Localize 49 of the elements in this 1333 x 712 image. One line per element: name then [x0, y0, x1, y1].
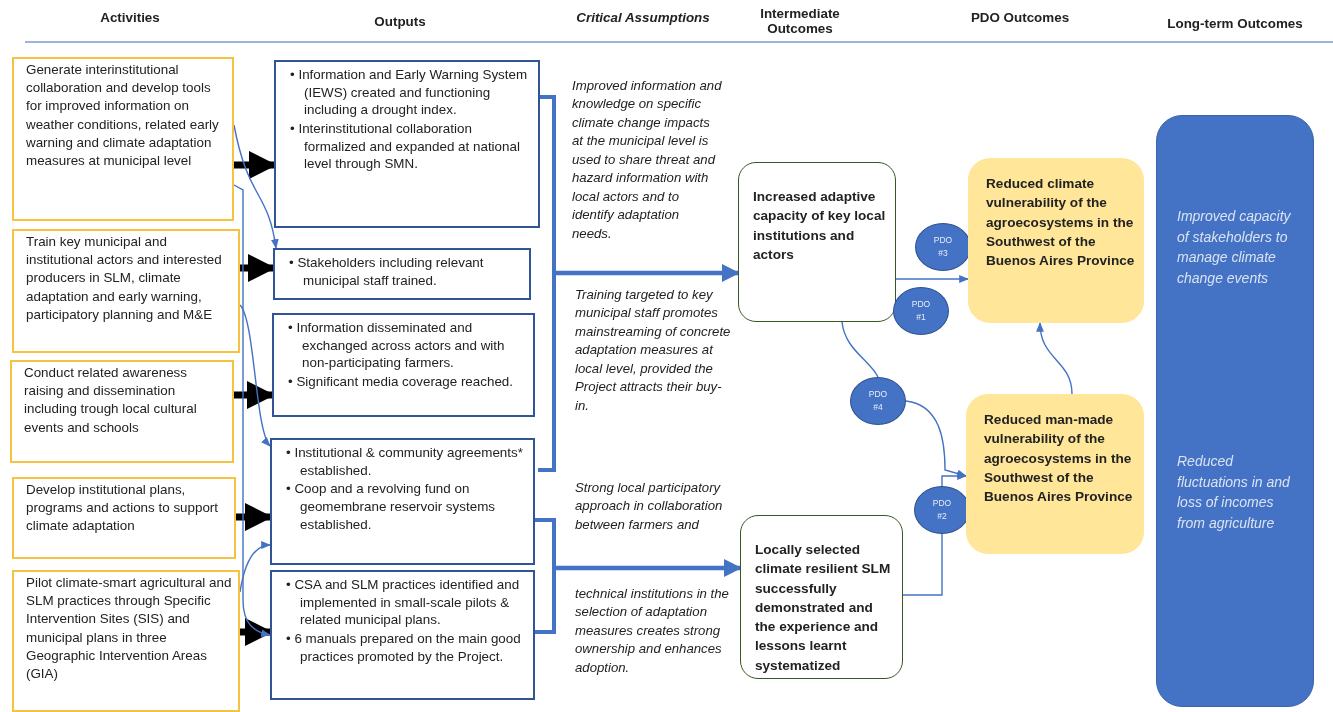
bullet-text: • Institutional & community agreements* established.	[286, 444, 524, 480]
activity-box: Generate interinstitutional collaboration and develop tools for improved information on weather conditions, related early warning and climate adaptation measures at municipal level	[12, 57, 234, 221]
bullet-text: • 6 manuals prepared on the main good practices promoted by the Project.	[286, 630, 522, 666]
outcome-text: Reduced fluctuations in and loss of incomes from agriculture	[1177, 452, 1291, 534]
assumption-text: Training targeted to key municipal staff promotes mainstreaming of concrete adaptation measures at local level, provided the Project attracts their buy-in.	[575, 286, 732, 415]
arrow	[556, 559, 742, 577]
output-box	[270, 438, 535, 565]
column-heading: Long-term Outcomes	[1166, 16, 1304, 31]
column-heading: Activities	[99, 10, 161, 25]
arrow	[895, 275, 969, 283]
arrow	[239, 304, 271, 447]
assumption-text: Strong local participatory approach in collaboration between farmers and	[575, 479, 724, 534]
arrow	[233, 184, 271, 637]
output-box	[274, 60, 540, 228]
bullet-text: • Significant media coverage reached.	[288, 373, 515, 391]
arrow	[905, 400, 967, 478]
outcome-box: Reduced climate vulnerability of the agroecosystems in the Southwest of the Buenos Aires Province	[968, 158, 1144, 323]
column-heading: Intermediate Outcomes	[759, 6, 841, 36]
activity-box: Pilot climate-smart agricultural and SLM practices through Specific Intervention Sites (SIS) and municipal plans in three Geographic Intervention Areas (GIA)	[12, 570, 240, 712]
arrow	[556, 264, 740, 282]
bullet-text: • Information and Early Warning System (IEWS) created and functioning including a drought index.	[290, 66, 529, 120]
pdo-circle: PDO #4	[850, 377, 906, 425]
outcome-text: Improved capacity of stakeholders to manage climate change events	[1177, 207, 1292, 289]
long-term-panel	[1156, 115, 1314, 707]
column-heading: Outputs	[373, 14, 427, 29]
assumption-text: Improved information and knowledge on specific climate change impacts at the municipal level is used to share threat and hazard information with local actors and to identify adaptation needs.	[572, 77, 722, 243]
column-heading: PDO Outcomes	[969, 10, 1071, 25]
activity-box: Conduct related awareness raising and dissemination including trough local cultural events and schools	[10, 360, 234, 463]
outcome-box: Locally selected climate resilient SLM successfully demonstrated and the experience and lessons learnt systematized	[740, 515, 903, 679]
bracket	[538, 95, 556, 472]
column-heading: Critical Assumptions	[575, 10, 711, 25]
activity-box: Develop institutional plans, programs and actions to support climate adaptation	[12, 477, 236, 559]
outcome-box: Increased adaptive capacity of key local institutions and actors	[738, 162, 896, 322]
bullet-text: • Interinstitutional collaboration formalized and expanded at national level through SMN.	[290, 120, 521, 174]
output-box	[273, 248, 531, 300]
bullet-text: • CSA and SLM practices identified and implemented in small-scale pilots & related municipal plans.	[286, 576, 521, 630]
bracket	[535, 518, 556, 634]
bullet-text: • Information disseminated and exchanged across actors and with non-participating farmers.	[288, 319, 506, 373]
pdo-circle: PDO #3	[915, 223, 971, 271]
bullet-text: • Coop and a revolving fund on geomembrane reservoir systems established.	[286, 480, 496, 534]
bullet-text: • Stakeholders including relevant municipal staff trained.	[289, 254, 485, 290]
output-box	[272, 313, 535, 417]
arrow	[941, 472, 967, 487]
activity-box: Train key municipal and institutional actors and interested producers in SLM, climate adaptation and early warning, participatory planning and M&E	[12, 229, 240, 353]
pdo-circle: PDO #1	[893, 287, 949, 335]
arrow	[1036, 322, 1073, 395]
outcome-box: Reduced man-made vulnerability of the agroecosystems in the Southwest of the Buenos Aires Province	[966, 394, 1144, 554]
output-box	[270, 570, 535, 700]
assumption-text: technical institutions in the selection of adaptation measures creates strong ownership and enhances adoption.	[575, 585, 730, 677]
